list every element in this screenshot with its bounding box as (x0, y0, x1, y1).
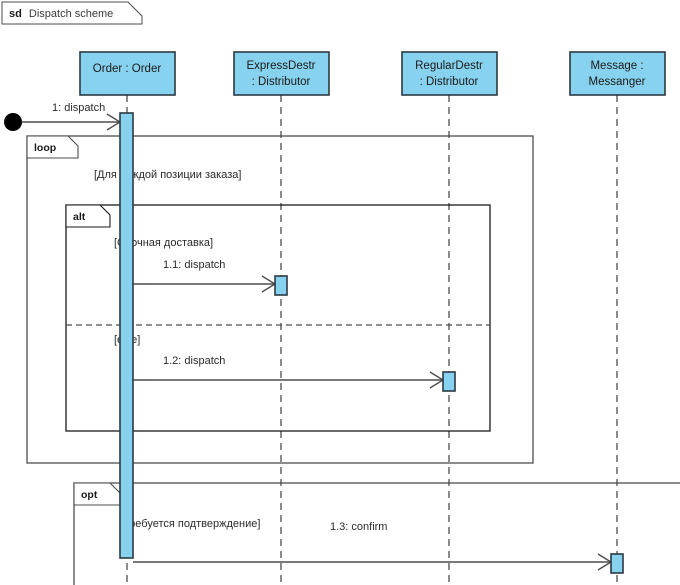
fragment-loop-border (26, 135, 534, 464)
message-12-dispatch[interactable]: 1.2: dispatch (133, 355, 445, 389)
fragment-alt-kind-label: alt (73, 211, 86, 223)
lifeline-head-express-line2: : Distributor (252, 76, 311, 88)
message-12-label: 1.2: dispatch (163, 355, 225, 367)
lifeline-head-regular[interactable]: RegularDestr : Distributor (401, 51, 498, 96)
frame-label-container: sd Dispatch scheme (9, 8, 113, 20)
activation-bars-group (119, 112, 624, 574)
lifeline-head-message[interactable]: Message : Messanger (569, 51, 666, 96)
lifeline-head-express-line1: ExpressDestr (246, 60, 315, 72)
fragment-loop-guard: [Для каждой позиции заказа] (94, 169, 241, 181)
lifeline-head-regular-line1: RegularDestr (415, 60, 483, 72)
fragment-loop-kind-label: loop (34, 142, 56, 154)
activation-bar-order[interactable] (119, 112, 134, 559)
lifeline-head-order-box (79, 51, 176, 96)
message-11-dispatch[interactable]: 1.1: dispatch (133, 259, 277, 293)
message-1-label: 1: dispatch (52, 102, 105, 114)
lifeline-head-express-box (233, 51, 330, 96)
fragment-alt-border (65, 204, 491, 432)
frame-label-shape (1, 1, 143, 25)
fragment-opt-border (73, 482, 680, 585)
activation-bar-regular[interactable] (442, 371, 456, 392)
fragment-alt-tab (65, 204, 111, 228)
lifeline-head-regular-line2: : Distributor (420, 76, 479, 88)
fragment-alt-guard: [Срочная доставка] (114, 237, 213, 249)
frame-title-label: Dispatch scheme (29, 8, 113, 20)
diagram-frame-label: sd Dispatch scheme (1, 1, 143, 25)
lifeline-head-regular-box (401, 51, 498, 96)
lifeline-head-message-line1: Message : (590, 60, 643, 72)
lifeline-head-order-line1: Order : Order (93, 63, 162, 75)
fragment-opt[interactable]: opt [Требуется подтверждение] (73, 482, 680, 585)
fragment-loop-tab (26, 135, 79, 159)
message-1-dispatch[interactable]: 1: dispatch (4, 102, 122, 131)
lifeline-head-order[interactable]: Order : Order (79, 51, 176, 96)
activation-bar-express[interactable] (274, 275, 288, 296)
frame-kind-label: sd (9, 8, 22, 20)
fragment-opt-kind-label: opt (81, 489, 98, 501)
start-node-icon (4, 113, 22, 131)
fragment-opt-guard: [Требуется подтверждение] (120, 518, 260, 530)
activation-bar-message[interactable] (610, 553, 624, 574)
lifeline-head-message-box (569, 51, 666, 96)
lifeline-head-express[interactable]: ExpressDestr : Distributor (233, 51, 330, 96)
message-11-label: 1.1: dispatch (163, 259, 225, 271)
message-13-label: 1.3: confirm (330, 521, 387, 533)
message-13-confirm[interactable]: 1.3: confirm (133, 521, 613, 571)
fragment-loop[interactable]: loop [Для каждой позиции заказа] (26, 135, 534, 464)
lifeline-head-message-line2: Messanger (589, 76, 646, 88)
